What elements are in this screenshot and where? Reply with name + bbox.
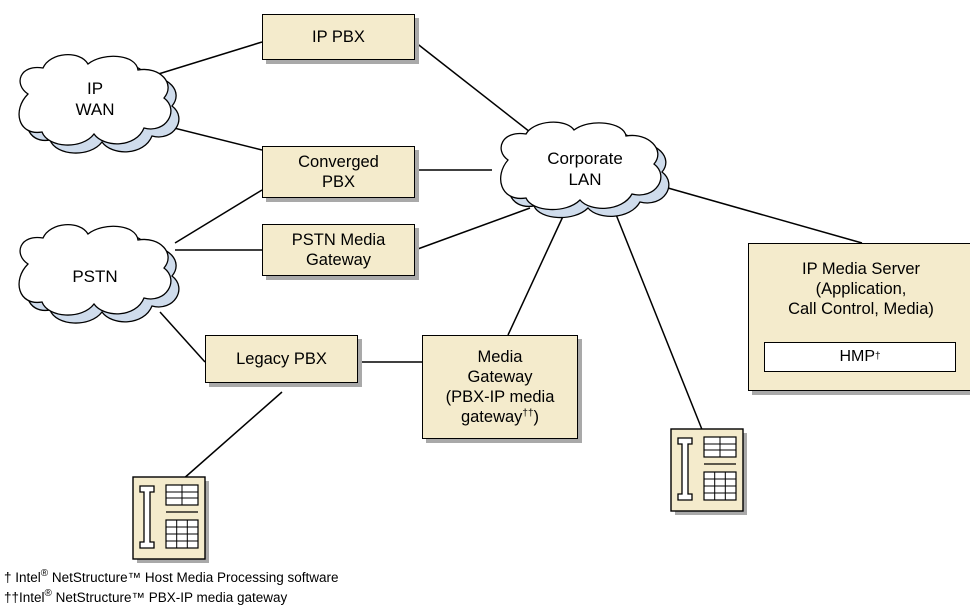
link-ippbx-lan — [414, 41, 531, 133]
pstn-cloud — [18, 224, 180, 324]
media-gateway-line4: gateway††) — [460, 408, 540, 426]
link-legacypbx-phone — [181, 391, 283, 481]
ip-pbx-label: IP PBX — [312, 28, 365, 46]
converged-pbx-line1: Converged — [298, 153, 379, 171]
legacy-pbx-box: Legacy PBX — [205, 335, 358, 383]
link-lan-mediaserver — [667, 187, 863, 244]
pstn-media-gateway-line1: PSTN Media — [291, 231, 386, 249]
pstn-media-gateway-box: PSTN Media Gateway — [262, 224, 415, 276]
converged-pbx-box: Converged PBX — [262, 146, 415, 198]
legacy-pbx-label: Legacy PBX — [236, 350, 327, 368]
pstn-label: PSTN — [72, 267, 118, 286]
ip-wan-cloud — [18, 54, 180, 154]
double-dagger-mark: †† — [522, 408, 534, 419]
footnote-pbx-ip-gateway: ††Intel® NetStructure™ PBX-IP media gate… — [4, 588, 288, 606]
link-pstn-legacypbx — [159, 311, 206, 363]
pstn-media-gateway-line2: Gateway — [305, 251, 372, 269]
hmp-box: HMP† — [764, 342, 956, 372]
footnote-hmp: † Intel® NetStructure™ Host Media Proces… — [4, 568, 339, 586]
ip-media-server-line3: Call Control, Media) — [788, 300, 934, 318]
telephone-icon — [132, 476, 209, 563]
corporate-lan-cloud — [500, 121, 670, 219]
ip-pbx-box: IP PBX — [262, 14, 415, 60]
media-gateway-line2: Gateway — [467, 368, 533, 386]
media-gateway-line3: (PBX-IP media — [445, 388, 555, 406]
media-gateway-box: Media Gateway (PBX-IP media gateway††) — [422, 335, 578, 439]
link-pstngateway-lan — [414, 207, 531, 251]
media-gateway-line1: Media — [477, 348, 523, 366]
link-lan-phone — [614, 211, 704, 433]
telephone-icon — [670, 428, 747, 515]
converged-pbx-line2: PBX — [321, 173, 356, 191]
link-mediagateway-lan — [507, 211, 566, 336]
hmp-label: HMP — [839, 348, 875, 365]
ip-media-server-line2: (Application, — [815, 280, 907, 298]
ip-media-server-line1: IP Media Server — [802, 260, 920, 278]
link-convergedpbx-pstn — [174, 189, 263, 244]
